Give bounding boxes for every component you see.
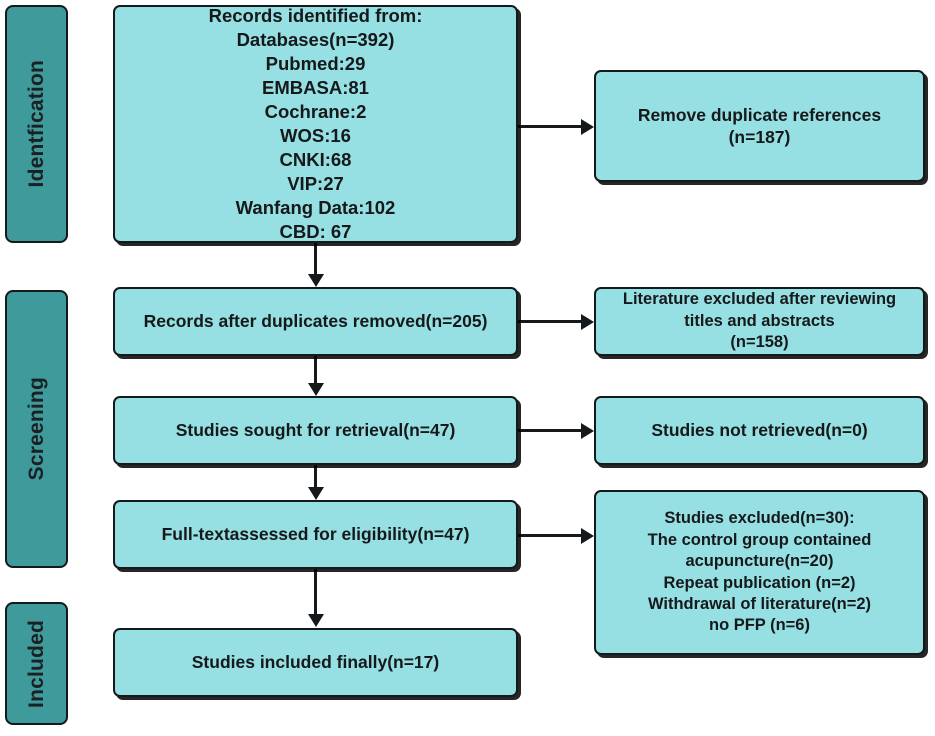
box-literature-excluded-text: Literature excluded after reviewing titl… (622, 290, 897, 352)
connector-studies-sought-to-fulltext (314, 465, 317, 488)
arrow-after-duplicates-to-literature-excluded (581, 313, 594, 330)
arrow-records-to-remove-duplicates (581, 118, 594, 135)
box-studies-not-retrieved-text: Studies not retrieved(n=0) (651, 420, 868, 441)
box-records-identified-text: Records identified from: Databases(n=392… (208, 4, 423, 243)
arrow-fulltext-to-studies-excluded (581, 527, 594, 544)
box-records-after-duplicates-text: Records after duplicates removed(n=205) (143, 311, 488, 332)
connector-studies-sought-to-not-retrieved (518, 429, 582, 432)
stage-band-included: Included (5, 602, 68, 725)
box-studies-excluded-text: Studies excluded(n=30): The control grou… (647, 509, 872, 635)
connector-records-to-remove-duplicates (518, 125, 582, 128)
box-records-after-duplicates: Records after duplicates removed(n=205) (113, 287, 518, 356)
stage-band-included-label: Included (24, 619, 48, 708)
box-records-identified: Records identified from: Databases(n=392… (113, 5, 518, 243)
box-remove-duplicates: Remove duplicate references (n=187) (594, 70, 925, 182)
arrow-studies-sought-to-fulltext (307, 487, 324, 500)
connector-fulltext-to-studies-included (314, 569, 317, 615)
box-studies-excluded: Studies excluded(n=30): The control grou… (594, 490, 925, 655)
arrow-studies-sought-to-not-retrieved (581, 422, 594, 439)
box-fulltext-assessed-text: Full-textassessed for eligibility(n=47) (161, 524, 470, 545)
stage-band-identification: Identfication (5, 5, 68, 243)
arrow-after-duplicates-to-studies-sought (307, 383, 324, 396)
box-studies-included-text: Studies included finally(n=17) (191, 652, 440, 673)
box-studies-sought-text: Studies sought for retrieval(n=47) (175, 420, 456, 441)
box-literature-excluded: Literature excluded after reviewing titl… (594, 287, 925, 356)
box-remove-duplicates-text: Remove duplicate references (n=187) (637, 104, 882, 147)
connector-after-duplicates-to-studies-sought (314, 356, 317, 384)
stage-band-identification-label: Identfication (24, 60, 48, 188)
connector-fulltext-to-studies-excluded (518, 534, 582, 537)
connector-records-to-after-duplicates (314, 243, 317, 275)
box-fulltext-assessed: Full-textassessed for eligibility(n=47) (113, 500, 518, 569)
stage-band-screening: Screening (5, 290, 68, 568)
box-studies-sought: Studies sought for retrieval(n=47) (113, 396, 518, 465)
connector-after-duplicates-to-literature-excluded (518, 320, 582, 323)
arrow-fulltext-to-studies-included (307, 614, 324, 627)
stage-band-screening-label: Screening (24, 377, 48, 481)
box-studies-not-retrieved: Studies not retrieved(n=0) (594, 396, 925, 465)
box-studies-included: Studies included finally(n=17) (113, 628, 518, 697)
arrow-records-to-after-duplicates (307, 274, 324, 287)
